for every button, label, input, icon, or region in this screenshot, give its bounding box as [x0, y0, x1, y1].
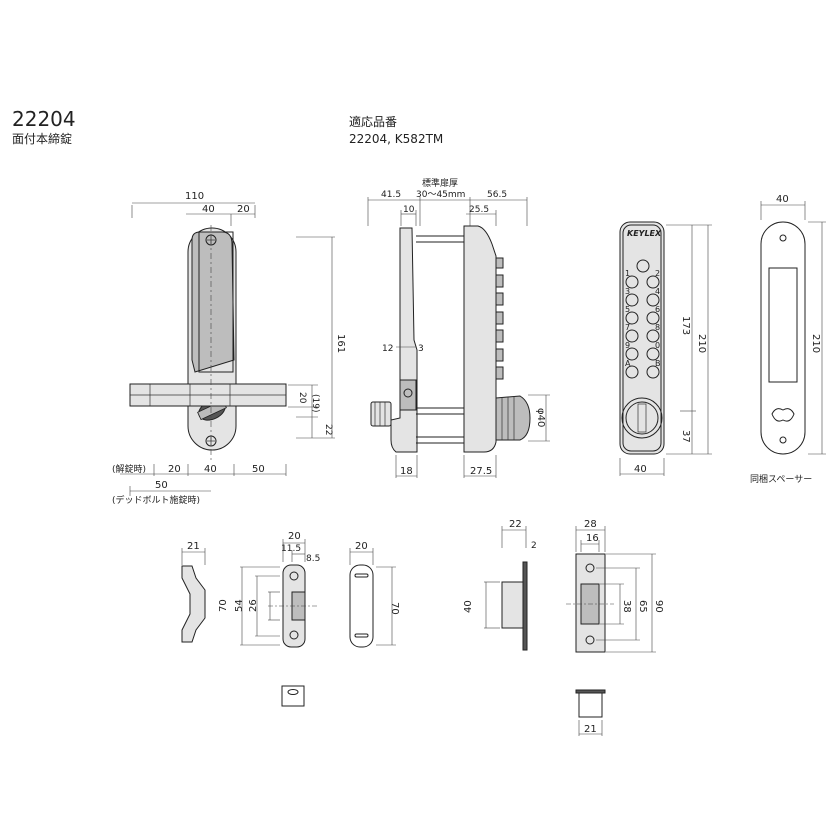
key-label-r4: 0 [655, 341, 660, 350]
dim-bolt50: 50 [155, 480, 168, 491]
key-label-r0: 2 [655, 269, 660, 278]
bp-w28: 28 [584, 519, 597, 530]
key-label-l3: 7 [625, 323, 630, 332]
plate-w11: 11.5 [281, 544, 301, 554]
dim-18: 18 [400, 466, 413, 477]
dim-210: 210 [696, 334, 707, 353]
bp-h65: 65 [637, 600, 648, 613]
key-label-l5: A [625, 359, 631, 368]
dim-b50: 50 [252, 464, 265, 475]
dim-door-range: 30〜45mm [416, 190, 465, 200]
dim-40: 40 [202, 204, 215, 215]
side-view: 標準扉厚 41.5 30〜45mm 56.5 10 25.5 [367, 177, 550, 478]
plate-w8: 8.5 [306, 554, 320, 564]
dim-b20: 20 [168, 464, 181, 475]
dim-21: 21 [187, 541, 200, 552]
bolt-label: (デッドボルト施錠時) [112, 494, 200, 506]
dim-3: 3 [418, 344, 424, 354]
brand-logo: KEYLEX [627, 229, 662, 238]
box-d2: 2 [531, 541, 537, 551]
plate2-w20: 20 [355, 541, 368, 552]
front-view: 110 40 20 161 20 (19) 22 [112, 191, 346, 506]
box-d22: 22 [509, 519, 522, 530]
key-grid [625, 275, 660, 379]
strike-parts: 21 20 11.5 8.5 70 54 26 20 [181, 519, 664, 736]
bp-w16: 16 [586, 533, 599, 544]
compat-label: 適応品番 [349, 114, 397, 129]
dim-20v: 20 [297, 392, 307, 404]
bp-h90: 90 [653, 600, 664, 613]
door-label: 標準扉厚 [422, 177, 458, 189]
box-h40: 40 [463, 600, 474, 613]
dim-161: 161 [335, 334, 346, 353]
bp-h38: 38 [621, 600, 632, 613]
dim-41: 41.5 [381, 190, 401, 200]
dim-12: 12 [382, 344, 393, 354]
bb-w21: 21 [584, 724, 597, 735]
plate2-h70: 70 [389, 602, 400, 615]
key-label-r2: 6 [655, 305, 660, 314]
key-label-r3: 8 [655, 323, 660, 332]
dim-22: 22 [323, 424, 333, 435]
product-name: 面付本締錠 [12, 131, 72, 146]
dim-10: 10 [403, 205, 415, 215]
dim-56: 56.5 [487, 190, 507, 200]
compat-models: 22204, K582TM [349, 132, 443, 146]
dim-sp210: 210 [810, 334, 821, 353]
spacer-view: 40 210 同梱スペーサー [750, 194, 826, 485]
key-label-l4: 9 [625, 341, 630, 350]
key-label-l2: 5 [625, 305, 630, 314]
plate-h26: 26 [248, 599, 259, 612]
key-label-r1: 4 [655, 287, 660, 296]
dim-20: 20 [237, 204, 250, 215]
dim-b40: 40 [204, 464, 217, 475]
dim-110: 110 [185, 191, 204, 202]
key-label-r5: B [655, 359, 661, 368]
plate-h54: 54 [234, 599, 245, 612]
dim-37: 37 [680, 430, 691, 443]
plate-h70: 70 [218, 599, 229, 612]
model-number: 22204 [12, 107, 76, 131]
spacer-label: 同梱スペーサー [750, 473, 812, 485]
key-label-l1: 3 [625, 287, 630, 296]
dim-19: (19) [310, 394, 320, 412]
dim-25: 25.5 [469, 205, 489, 215]
dim-sp40: 40 [776, 194, 789, 205]
plate-w20: 20 [288, 531, 301, 542]
dim-27: 27.5 [470, 466, 492, 477]
dim-dia40: φ40 [535, 408, 546, 427]
unlock-label: (解錠時) [112, 463, 146, 475]
dim-173: 173 [680, 316, 691, 335]
key-label-l0: 1 [625, 269, 630, 278]
keypad-view: KEYLEX 1 3 5 7 9 A 2 4 6 8 0 B [619, 221, 712, 476]
dim-kp40: 40 [634, 464, 647, 475]
